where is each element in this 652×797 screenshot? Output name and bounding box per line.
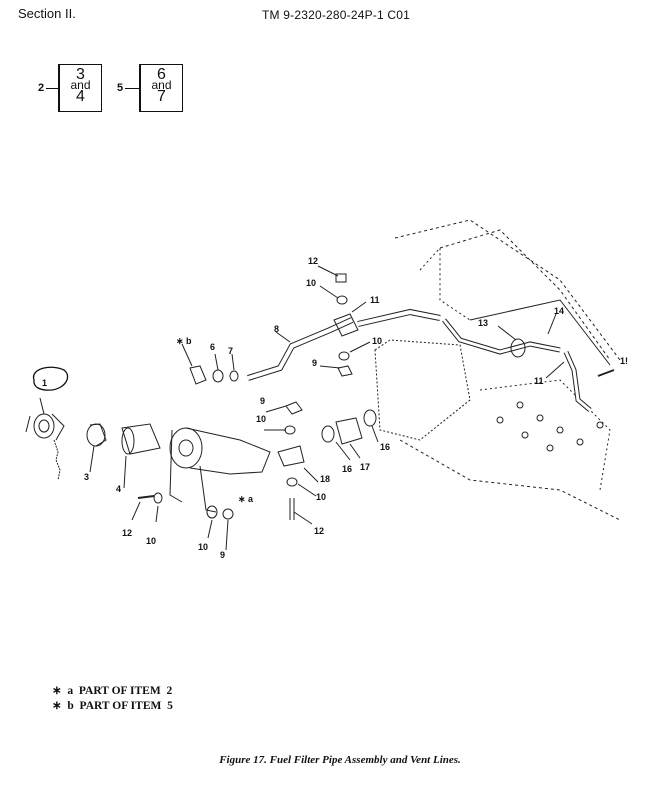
locator-lead-1: 2 — [38, 82, 45, 94]
callout-18: 18 — [320, 474, 330, 484]
legend-row-a: ∗ a PART OF ITEM 2 — [52, 684, 173, 699]
callout-10-e: 10 — [146, 536, 156, 546]
locator-dash-2 — [125, 88, 139, 90]
callout-a: ∗ a — [238, 494, 254, 504]
callout-9-b: 9 — [260, 396, 265, 406]
callout-10-f: 10 — [198, 542, 208, 552]
legend-letter-b: b — [67, 700, 74, 712]
callout-1: 1 — [42, 378, 47, 388]
frame-outline — [394, 219, 621, 361]
locator-box-1: 3 and 4 — [58, 64, 102, 112]
callout-14: 14 — [554, 306, 564, 316]
callout-12-a: 12 — [308, 256, 318, 266]
callout-7: 7 — [228, 346, 233, 356]
callout-4: 4 — [116, 484, 121, 494]
callout-3: 3 — [84, 472, 89, 482]
legend-text-b: PART OF ITEM 5 — [79, 700, 173, 712]
tm-number: TM 9-2320-280-24P-1 C01 — [262, 8, 411, 22]
legend-marker-b: ∗ — [52, 700, 62, 712]
callout-10-c: 10 — [256, 414, 266, 424]
locator-box-1-bottom: 4 — [76, 88, 85, 105]
callout-highlight-circle — [33, 366, 69, 391]
locator-box-2-bottom: 7 — [157, 88, 166, 105]
callout-16-a: 16 — [342, 464, 352, 474]
legend-row-b: ∗ b PART OF ITEM 5 — [52, 699, 173, 714]
locator-box-2-top: 6 — [157, 66, 166, 83]
hose-clamp — [510, 338, 526, 358]
callout-10-a: 10 — [306, 278, 316, 288]
callout-6: 6 — [210, 342, 215, 352]
section-heading: Section II. — [18, 6, 76, 21]
callout-13: 13 — [478, 318, 488, 328]
legend: ∗ a PART OF ITEM 2 ∗ b PART OF ITEM 5 — [52, 684, 173, 714]
filter-sleeve — [121, 423, 161, 455]
callout-12-c: 12 — [122, 528, 132, 538]
filter-body — [169, 427, 271, 513]
callout-11-b: 11 — [534, 376, 544, 386]
elbow-fitting — [189, 365, 207, 385]
callout-9-c: 9 — [220, 550, 225, 560]
callout-10-b: 10 — [372, 336, 382, 346]
callout-12-b: 12 — [314, 526, 324, 536]
legend-letter-a: a — [67, 685, 74, 697]
callout-15: 1! — [620, 356, 628, 366]
engine-block — [374, 339, 471, 441]
locator-box-2-mid: and — [151, 78, 172, 92]
callout-8: 8 — [274, 324, 279, 334]
clamp — [333, 313, 359, 337]
locator-box-1-top: 3 — [76, 66, 85, 83]
locator-box-1-mid: and — [70, 78, 91, 92]
locator-dash-1 — [46, 88, 58, 90]
nut — [285, 401, 303, 415]
callout-17: 17 — [360, 462, 370, 472]
exploded-view-drawing: 1 3 4 6 7 8 9 9 9 10 10 10 10 10 10 11 1… — [25, 219, 628, 560]
callout-10-d: 10 — [316, 492, 326, 502]
callout-b: ∗ b — [176, 336, 192, 346]
callout-9-a: 9 — [312, 358, 317, 368]
locator-lead-2: 5 — [117, 82, 124, 94]
callout-16-b: 16 — [380, 442, 390, 452]
legend-text-a: PART OF ITEM 2 — [78, 685, 173, 697]
callout-11-a: 11 — [370, 295, 380, 305]
legend-marker-a: ∗ — [52, 685, 62, 697]
figure-caption: Figure 17. Fuel Filter Pipe Assembly and… — [219, 754, 461, 766]
filler-cap — [25, 413, 65, 481]
locator-box-2: 6 and 7 — [139, 64, 183, 112]
